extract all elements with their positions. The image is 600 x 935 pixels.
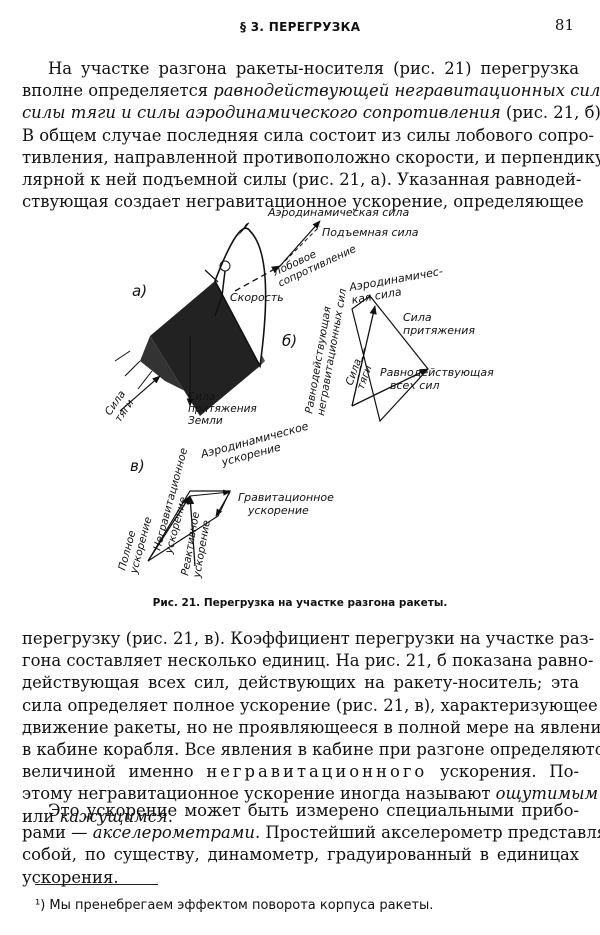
- text-line: гона составляет несколько единиц. На рис…: [22, 651, 594, 671]
- text-line: В общем случае последняя сила состоит из…: [22, 125, 594, 145]
- text-span: .: [167, 806, 173, 826]
- section-title: § 3. ПЕРЕГРУЗКА: [240, 20, 361, 34]
- page-number: 81: [554, 16, 574, 34]
- text-line: тивления, направленной противоположно ск…: [22, 147, 600, 167]
- text-span: ускорения. По-: [427, 762, 579, 782]
- text-line: или кажущимся.: [22, 806, 579, 828]
- resultant-all-arrow: [351, 368, 429, 407]
- text-span: этому негравитационное ускорение иногда …: [22, 784, 496, 804]
- text-line: ствующая создает негравитационное ускоре…: [22, 192, 584, 212]
- label-total-accel: Полное ускорение: [116, 513, 154, 576]
- text-span: рами —: [22, 823, 93, 843]
- label-resultant-all: Равнодействующая всех сил: [380, 366, 497, 392]
- figure-21-diagram: а) Аэродинамическая сила Подъемная сила …: [103, 206, 497, 580]
- label-aero-force: Аэродинамическая сила: [267, 206, 409, 219]
- paragraph-1: На участке разгона ракеты-носителя (рис.…: [22, 58, 600, 213]
- label-lift: Подъемная сила: [322, 226, 419, 239]
- total-accel-arrow: [147, 495, 191, 562]
- label-resultant-nongrav: Равнодействующая негравитационных сил: [303, 285, 349, 416]
- label-thrust: Сила тяги: [103, 386, 140, 425]
- thrust-b-arrow: [351, 345, 366, 407]
- text-line: действующая всех сил, действующих на рак…: [22, 673, 579, 693]
- text-line: рами — акселерометрами. Простейший аксел…: [22, 822, 600, 844]
- text-line: этому негравитационное ускорение иногда …: [22, 783, 598, 805]
- text-span: (рис. 21, б) ¹).: [505, 103, 600, 123]
- text-span: величиной именно: [22, 762, 207, 782]
- label-speed: Скорость: [230, 291, 284, 304]
- aero-force-arrow: [279, 220, 321, 267]
- text-line: На участке разгона ракеты-носителя (рис.…: [48, 59, 579, 78]
- text-line: вполне определяется равнодействующей нег…: [22, 80, 600, 102]
- paragraph-3: Это ускорение может быть измерено специа…: [22, 800, 600, 889]
- label-attraction: Сила притяжения: [403, 311, 475, 337]
- italic-term: ощутимым: [495, 784, 599, 804]
- label-earth-gravity: Сила притяжения Земли: [188, 391, 260, 427]
- footnote: ¹) Мы пренебрегаем эффектом поворота кор…: [35, 898, 434, 913]
- footnote-rule: [35, 884, 158, 885]
- label-react-accel: Реактивное ускорение: [179, 508, 215, 580]
- label-b: б): [282, 332, 297, 350]
- spaced-term: негравитационного: [206, 762, 428, 782]
- text-line: Это ускорение может быть измерено специа…: [48, 801, 579, 820]
- text-line: величиной именно негравитационного ускор…: [22, 761, 579, 783]
- speed-arrow: [234, 265, 281, 292]
- italic-term: кажущимся: [59, 806, 168, 826]
- text-line: сила определяет полное ускорение (рис. 2…: [22, 695, 598, 715]
- label-grav-accel: Гравитационное ускорение: [238, 491, 337, 517]
- label-drag: Лобовое сопротивление: [270, 232, 358, 290]
- text-span: . Простейший акселерометр представляет: [254, 823, 600, 843]
- italic-term: акселерометрами: [92, 823, 255, 843]
- resultant-nongrav-arrow: [351, 305, 377, 407]
- paragraph-2: перегрузку (рис. 21, в). Коэффициент пер…: [22, 628, 600, 828]
- running-header: § 3. ПЕРЕГРУЗКА 81: [40, 14, 574, 38]
- text-line: движение ракеты, но не проявляющееся в п…: [22, 717, 600, 737]
- text-span: или: [22, 806, 60, 826]
- lift-arrow: [279, 225, 321, 267]
- italic-term: силы тяги и силы аэродинамического сопро…: [22, 103, 501, 123]
- grav-accel-arrow: [215, 491, 231, 517]
- text-line: собой, по существу, динамометр, градуиро…: [22, 845, 579, 865]
- text-line: перегрузку (рис. 21, в). Коэффициент пер…: [22, 629, 595, 648]
- label-a: а): [132, 282, 147, 300]
- text-line: в кабине корабля. Все явления в кабине п…: [22, 739, 600, 759]
- aero-accel-arrow: [189, 489, 231, 497]
- italic-term: равнодействующей негравитационных сил —: [213, 81, 600, 101]
- react-accel-arrow: [186, 495, 196, 567]
- label-v: в): [130, 457, 145, 475]
- text-line: силы тяги и силы аэродинамического сопро…: [22, 102, 600, 124]
- thrust-arrow: [119, 375, 161, 412]
- text-span: вполне определяется: [22, 81, 214, 101]
- label-aero2: Аэродинамичес- кая сила: [347, 264, 449, 307]
- rocket-illustration: [114, 222, 267, 416]
- text-line: ускорения.: [22, 867, 119, 887]
- text-line: лярной к ней подъемной силы (рис. 21, а)…: [22, 169, 582, 189]
- figure-caption: Рис. 21. Перегрузка на участке разгона р…: [152, 597, 448, 609]
